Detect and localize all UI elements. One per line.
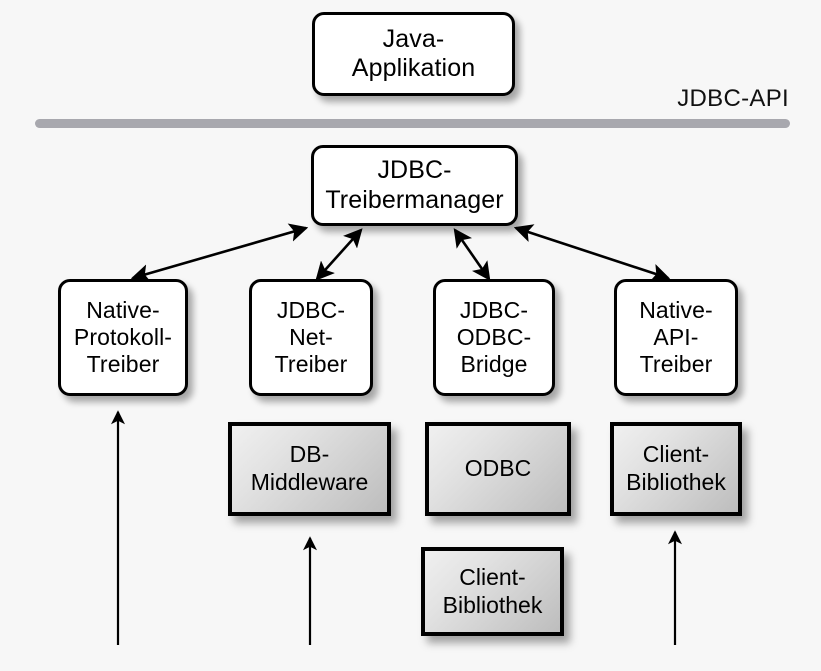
node-jdbc-odbc-bridge-label: JDBC- ODBC- Bridge bbox=[456, 296, 532, 378]
node-jdbc-treibermanager-label: JDBC- Treibermanager bbox=[325, 156, 504, 214]
node-jdbc-net-treiber-label: JDBC- Net- Treiber bbox=[274, 296, 348, 378]
jdbc-api-separator-bar bbox=[35, 119, 790, 128]
link-manager-jdbc-odbc bbox=[453, 228, 491, 281]
slab-odbc[interactable]: ODBC bbox=[425, 422, 571, 516]
link-manager-native-protokoll bbox=[130, 223, 309, 283]
node-jdbc-treibermanager[interactable]: JDBC- Treibermanager bbox=[311, 145, 518, 226]
node-jdbc-net-treiber[interactable]: JDBC- Net- Treiber bbox=[249, 279, 373, 396]
slab-odbc-label: ODBC bbox=[464, 455, 532, 482]
slab-client-bibliothek-right[interactable]: Client- Bibliothek bbox=[610, 422, 742, 516]
slab-db-middleware[interactable]: DB- Middleware bbox=[228, 422, 391, 516]
node-jdbc-odbc-bridge[interactable]: JDBC- ODBC- Bridge bbox=[433, 279, 555, 396]
jdbc-api-label: JDBC-API bbox=[677, 85, 789, 112]
node-native-api-treiber-label: Native- API- Treiber bbox=[639, 296, 713, 378]
slab-db-middleware-label: DB- Middleware bbox=[250, 441, 369, 495]
slab-client-bibliothek-center-label: Client- Bibliothek bbox=[442, 563, 543, 618]
node-native-protokoll-treiber-label: Native- Protokoll- Treiber bbox=[73, 296, 173, 378]
link-manager-native-api bbox=[513, 224, 671, 282]
node-native-api-treiber[interactable]: Native- API- Treiber bbox=[614, 279, 738, 396]
slab-client-bibliothek-right-label: Client- Bibliothek bbox=[626, 441, 726, 495]
slab-client-bibliothek-center[interactable]: Client- Bibliothek bbox=[421, 547, 564, 636]
link-manager-jdbc-net bbox=[315, 228, 363, 281]
node-java-application[interactable]: Java- Applikation bbox=[312, 12, 515, 96]
node-native-protokoll-treiber[interactable]: Native- Protokoll- Treiber bbox=[58, 279, 188, 396]
node-java-application-label: Java- Applikation bbox=[351, 24, 476, 83]
